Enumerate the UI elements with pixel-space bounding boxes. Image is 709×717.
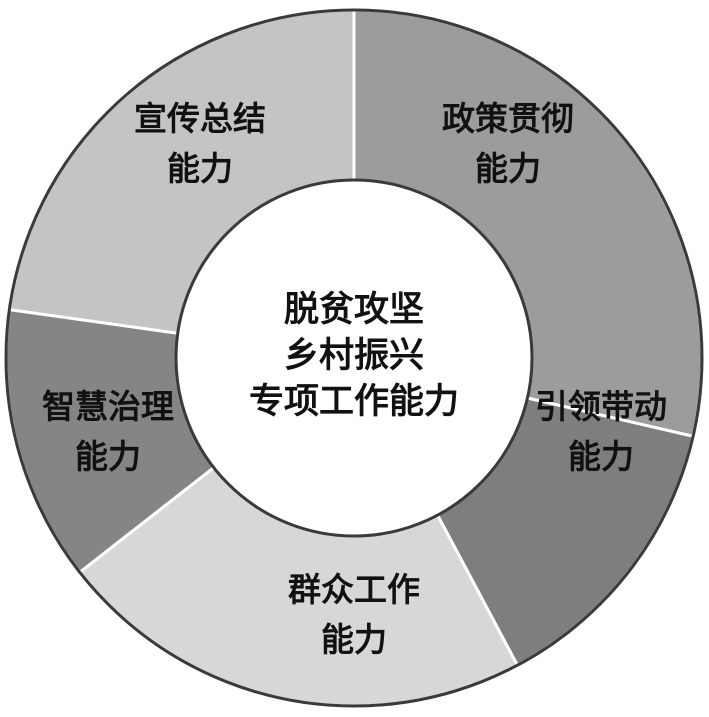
segment-label-governance-line-1: 智慧治理 xyxy=(42,387,174,426)
outer-rim xyxy=(4,8,704,708)
segment-label-governance-line-2: 能力 xyxy=(75,437,141,476)
segment-label-publicity-line-1: 宣传总结 xyxy=(134,99,266,138)
segment-label-policy-line-1: 政策贯彻 xyxy=(442,99,574,138)
segment-label-publicity-line-2: 能力 xyxy=(167,149,233,188)
segment-label-masses-line-2: 能力 xyxy=(321,620,387,659)
center-circle xyxy=(174,178,534,538)
center-label-line-3: 专项工作能力 xyxy=(249,382,459,422)
segment-label-masses-line-1: 群众工作 xyxy=(288,570,420,609)
segment-label-lead-line-1: 引领带动 xyxy=(535,387,667,426)
center-label-line-2: 乡村振兴 xyxy=(284,336,424,376)
center-label: 脱贫攻坚 乡村振兴 专项工作能力 xyxy=(249,290,459,422)
segment-label-lead-line-2: 能力 xyxy=(568,437,634,476)
segment-label-policy-line-2: 能力 xyxy=(475,149,541,188)
center-label-line-1: 脱贫攻坚 xyxy=(284,290,424,330)
